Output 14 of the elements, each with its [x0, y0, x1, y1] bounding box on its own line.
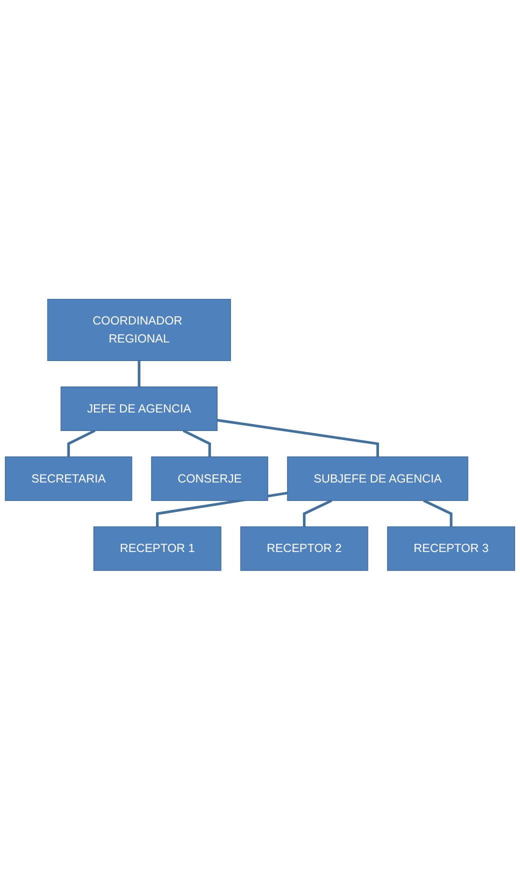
- node-box: RECEPTOR 2: [240, 526, 368, 570]
- connector: [423, 499, 452, 526]
- node-box: COORDINADOR REGIONAL: [47, 298, 231, 361]
- connector: [67, 429, 96, 456]
- node-box: RECEPTOR 3: [387, 526, 516, 570]
- node-box: CONSERJE: [151, 456, 268, 501]
- connector: [182, 429, 211, 456]
- node-box: SUBJEFE DE AGENCIA: [287, 456, 468, 501]
- connector: [302, 499, 332, 526]
- connector: [138, 360, 140, 386]
- node-box: SECRETARIA: [4, 456, 132, 501]
- connector: [217, 418, 379, 456]
- node-box: JEFE DE AGENCIA: [60, 386, 218, 431]
- node-box: RECEPTOR 1: [93, 526, 222, 570]
